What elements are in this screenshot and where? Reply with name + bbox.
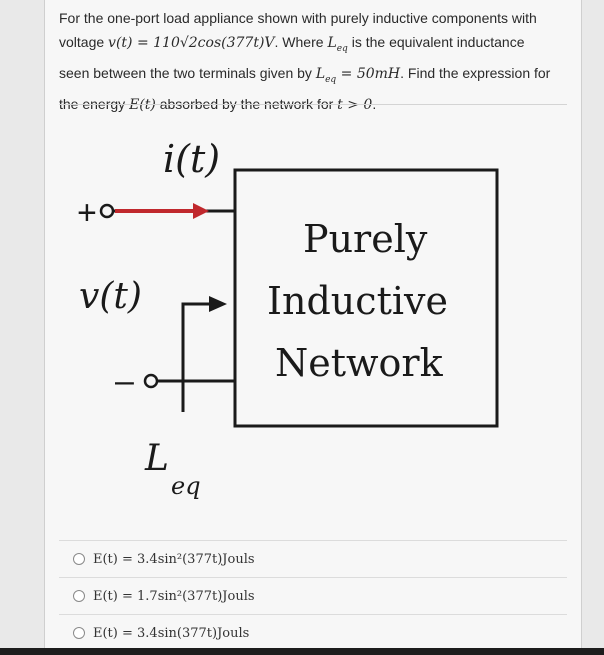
inductance-subscript: eq <box>171 472 201 500</box>
inductance-label: L <box>144 438 169 479</box>
question-line-2: voltage v(t) = 110√2cos(377t)V. Where Le… <box>59 30 569 61</box>
question-line-3: seen between the two terminals given by … <box>59 61 569 92</box>
network-box <box>233 168 499 428</box>
q3-text-b: . Find the expression for <box>400 64 551 81</box>
question-text: For the one-port load appliance shown wi… <box>59 6 569 117</box>
answer-option-2-label: E(t) = 1.7sin²(377t)Jouls <box>93 588 255 604</box>
voltage-label: v(t) <box>79 276 142 317</box>
radio-button-1[interactable] <box>73 553 85 565</box>
answer-options: E(t) = 3.4sin²(377t)Jouls E(t) = 1.7sin²… <box>59 540 567 652</box>
plus-sign: + <box>77 194 97 232</box>
q3-math-eq: eq <box>325 74 337 85</box>
answer-option-1-label: E(t) = 3.4sin²(377t)Jouls <box>93 551 255 567</box>
q4-text-c: . <box>372 96 376 112</box>
box-label-inductive: Inductive <box>267 279 448 323</box>
question-line-1-text: For the one-port load appliance shown wi… <box>59 10 537 26</box>
q3-text-a: seen between the two terminals given by <box>59 64 316 81</box>
q3-math-L: L <box>315 65 326 82</box>
radio-button-2[interactable] <box>73 590 85 602</box>
screen-bottom-bar <box>0 648 604 655</box>
box-label-purely: Purely <box>303 217 428 261</box>
question-line-1: For the one-port load appliance shown wi… <box>59 6 569 30</box>
q3-math-value: = 50mH <box>336 65 401 82</box>
question-card: For the one-port load appliance shown wi… <box>44 0 582 655</box>
q2-text-b: . Where <box>274 34 328 50</box>
circuit-diagram: i(t) + Purely Inductive Network v(t) – L… <box>77 137 499 500</box>
leq-arrow-line <box>181 302 215 412</box>
q2-text-c: is the equivalent inductance <box>347 34 525 50</box>
current-label: i(t) <box>163 137 220 181</box>
answer-option-3[interactable]: E(t) = 3.4sin(377t)Jouls <box>59 614 567 652</box>
minus-sign: – <box>115 362 134 400</box>
plus-terminal[interactable] <box>99 203 115 219</box>
answer-option-3-label: E(t) = 3.4sin(377t)Jouls <box>93 625 250 641</box>
minus-terminal[interactable] <box>143 373 159 389</box>
box-label-network: Network <box>275 341 444 385</box>
question-divider <box>59 104 567 105</box>
q4-text-a: the energy <box>59 95 130 112</box>
q2-math-voltage: v(t) = 110√2cos(377t)V <box>108 35 275 51</box>
answer-option-2[interactable]: E(t) = 1.7sin²(377t)Jouls <box>59 577 567 614</box>
leq-arrow-head <box>209 296 227 312</box>
q4-text-b: absorbed by the network for <box>155 95 338 112</box>
answer-option-1[interactable]: E(t) = 3.4sin²(377t)Jouls <box>59 540 567 577</box>
q2-math-L: L <box>327 35 337 51</box>
q2-math-eq: eq <box>336 43 348 54</box>
q2-text-a: voltage <box>59 34 109 50</box>
radio-button-3[interactable] <box>73 627 85 639</box>
current-arrow-head <box>193 203 209 219</box>
